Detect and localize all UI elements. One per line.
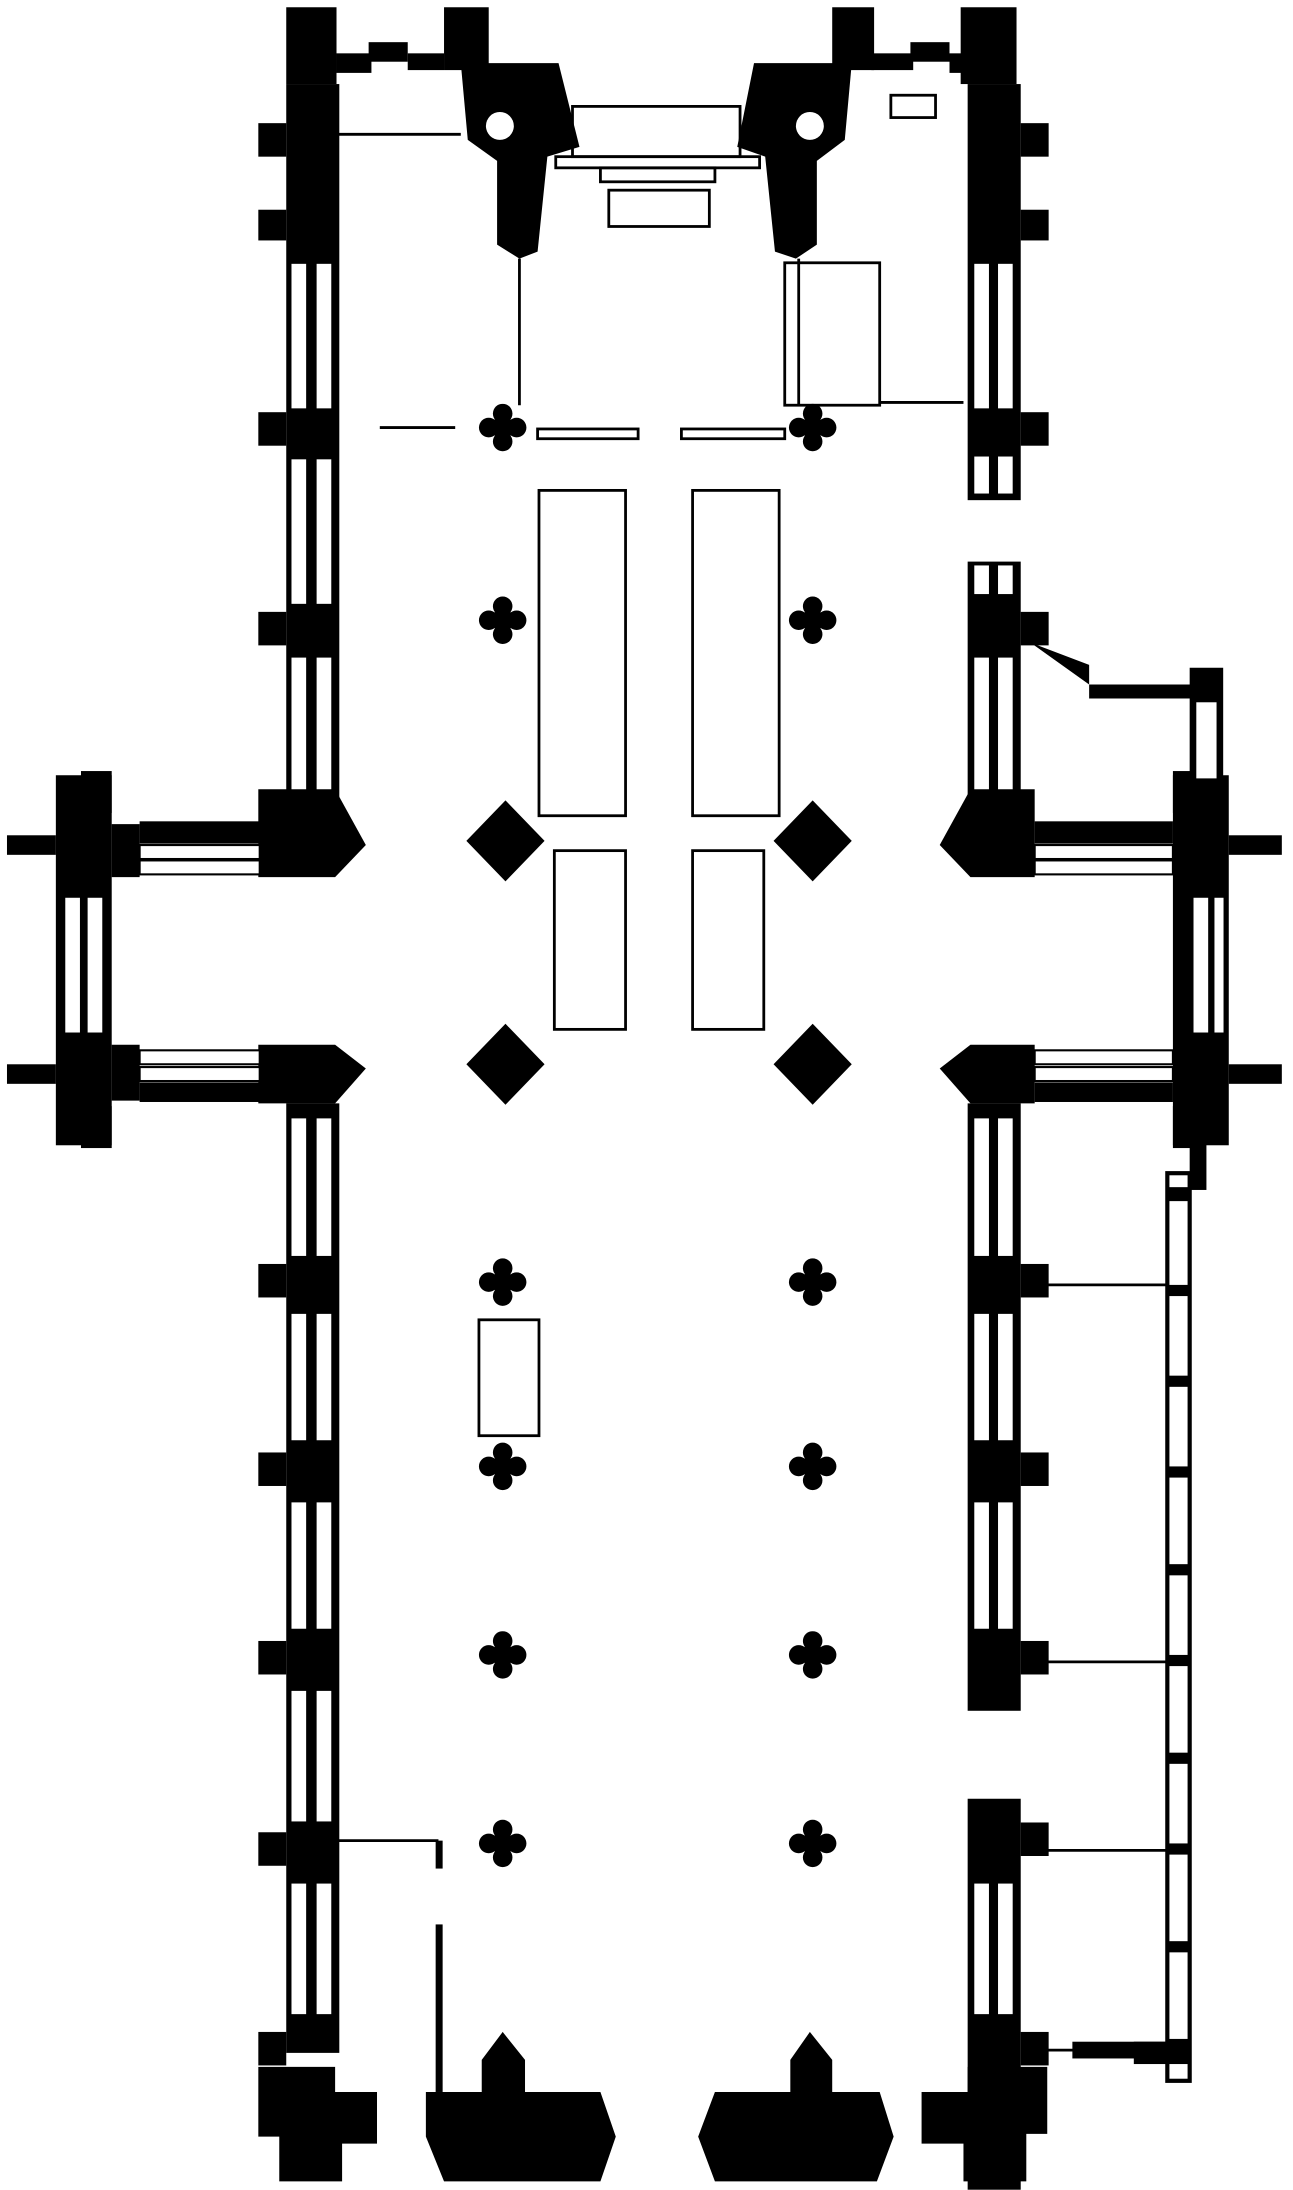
choir-screens xyxy=(337,132,964,441)
altar-steps xyxy=(554,93,937,407)
choir-wall xyxy=(286,7,1017,85)
choir-stalls xyxy=(477,488,781,1438)
right-outer-wall xyxy=(967,84,1049,2190)
right-transept xyxy=(939,642,1282,1149)
side-chapels xyxy=(1034,1134,1207,2083)
choir-heavy-piers xyxy=(460,63,852,259)
left-transept xyxy=(6,771,366,1149)
nave-pier xyxy=(478,403,837,1868)
pier-cusps xyxy=(485,111,824,140)
west-front xyxy=(258,1840,1048,2182)
crossing-piers xyxy=(466,800,852,1105)
left-outer-wall xyxy=(258,84,340,2066)
